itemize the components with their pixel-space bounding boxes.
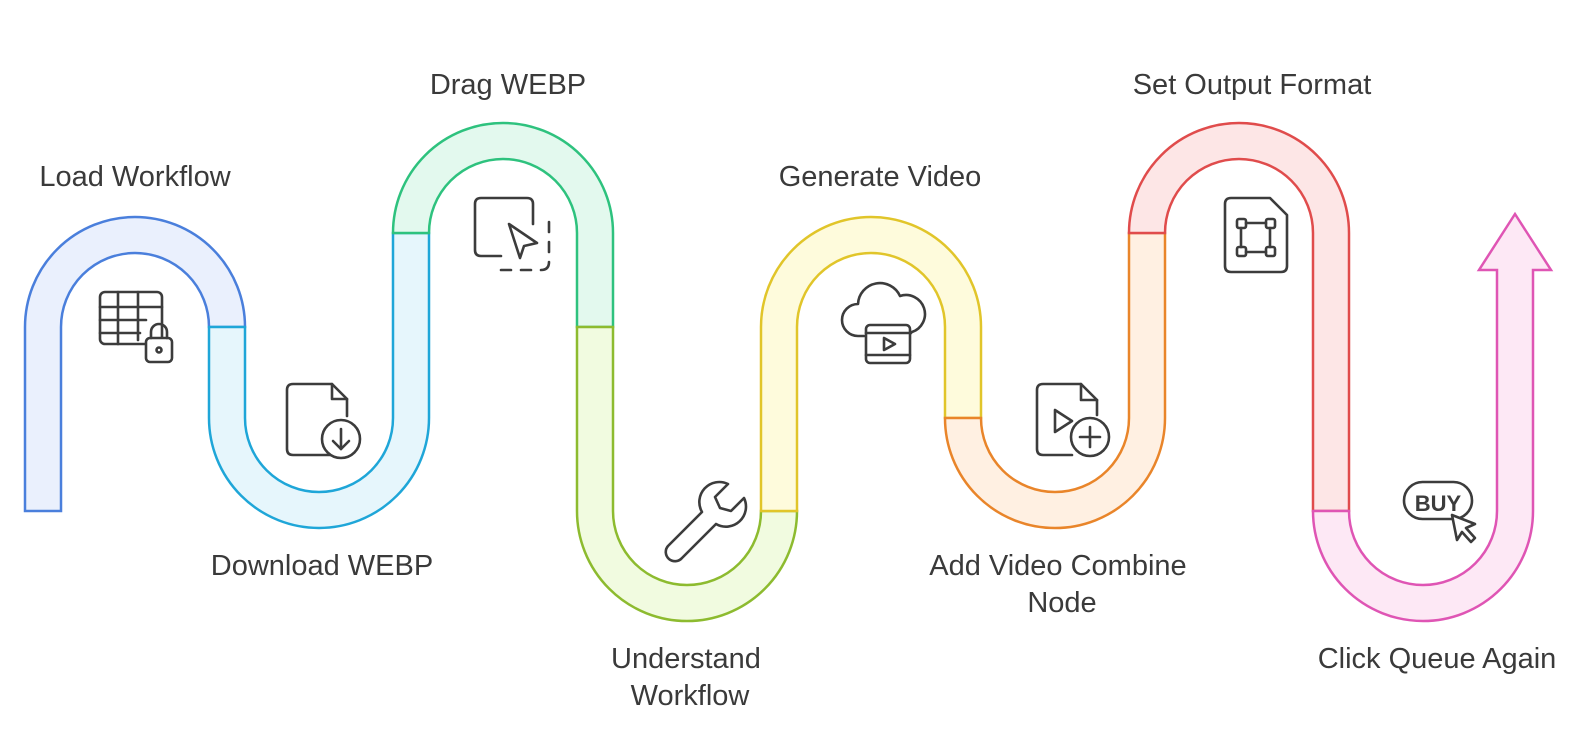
- segment-understand-workflow: [575, 325, 799, 623]
- wrench-icon: [664, 480, 748, 563]
- segment-generate-video: [759, 215, 983, 513]
- step-label-drag-webp: Drag WEBP: [430, 69, 586, 101]
- step-label-download-webp: Download WEBP: [211, 550, 433, 582]
- segment-set-output-format: [1127, 121, 1351, 513]
- step-label-add-video-combine-node: Add Video Combine Node: [929, 550, 1194, 619]
- step-label-click-queue-again: Click Queue Again: [1318, 643, 1557, 675]
- step-label-understand-workflow: Understand Workflow: [611, 643, 769, 712]
- frame-file-icon: [1223, 196, 1289, 274]
- segment-click-queue-again: [1311, 211, 1554, 623]
- buy-click-icon: BUY: [1402, 480, 1477, 544]
- step-label-load-workflow: Load Workflow: [39, 161, 231, 193]
- cloud-video-icon: [840, 281, 927, 365]
- file-download-icon: [285, 382, 362, 460]
- segment-drag-webp: [391, 121, 615, 329]
- step-label-set-output-format: Set Output Format: [1133, 69, 1372, 101]
- segment-download-webp: [207, 231, 431, 530]
- step-labels: Load Workflow Download WEBP Drag WEBP Un…: [39, 69, 1556, 712]
- segment-load-workflow: [23, 215, 247, 513]
- step-label-generate-video: Generate Video: [779, 161, 982, 193]
- table-lock-icon: [98, 290, 174, 364]
- flow-path: [23, 121, 1554, 623]
- file-video-add-icon: [1035, 382, 1111, 458]
- drag-select-cursor-icon: [473, 196, 551, 272]
- segment-add-video-combine-node: [943, 231, 1167, 530]
- svg-text:BUY: BUY: [1415, 491, 1462, 516]
